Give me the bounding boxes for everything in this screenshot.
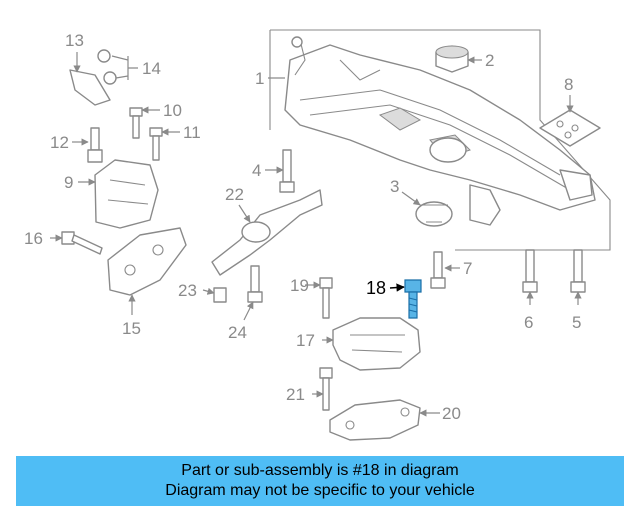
callout-14: 14: [142, 59, 161, 78]
leader-lines: [50, 52, 582, 417]
reinforcement-plate[interactable]: [539, 109, 601, 147]
callout-8: 8: [564, 75, 573, 94]
transmission-mount-17[interactable]: [332, 317, 421, 371]
bolt-10[interactable]: [129, 107, 143, 139]
bolt-11[interactable]: [149, 127, 163, 161]
callout-22: 22: [225, 185, 244, 204]
bracket-13[interactable]: [69, 69, 111, 106]
bolt-14[interactable]: [97, 49, 117, 85]
bolt-19[interactable]: [319, 277, 333, 319]
callout-21: 21: [286, 385, 305, 404]
bolt-12[interactable]: [87, 127, 103, 163]
callout-3: 3: [390, 177, 399, 196]
subframe-bushing[interactable]: [415, 201, 453, 227]
callout-5: 5: [572, 313, 581, 332]
torque-arm-22[interactable]: [211, 189, 323, 276]
bolt-6[interactable]: [522, 249, 538, 293]
callout-19: 19: [290, 276, 309, 295]
callout-23: 23: [178, 281, 197, 300]
subframe-assembly[interactable]: [269, 29, 611, 251]
banner-line-1: Part or sub-assembly is #18 in diagram: [181, 462, 459, 479]
bolt-24[interactable]: [247, 265, 263, 303]
callout-12: 12: [50, 133, 69, 152]
callout-9: 9: [64, 173, 73, 192]
callout-24: 24: [228, 323, 247, 342]
bolt-18-highlighted[interactable]: [404, 279, 422, 319]
callout-11: 11: [183, 123, 201, 142]
bolt-21[interactable]: [319, 367, 333, 411]
engine-mount-bushing[interactable]: [435, 45, 469, 73]
bracket-20[interactable]: [329, 399, 421, 441]
bolt-4[interactable]: [279, 149, 295, 193]
callout-10: 10: [163, 101, 182, 120]
callout-1: 1: [255, 69, 264, 88]
callout-20: 20: [442, 404, 461, 423]
callout-15: 15: [122, 319, 141, 338]
callout-18: 18: [366, 278, 386, 298]
callout-7: 7: [463, 259, 472, 278]
bolt-5[interactable]: [570, 249, 586, 293]
info-banner: Part or sub-assembly is #18 in diagram D…: [16, 456, 624, 506]
transmission-mount-15[interactable]: [107, 227, 187, 296]
engine-mount-9[interactable]: [94, 159, 159, 229]
callout-16: 16: [24, 229, 43, 248]
callout-labels: 1 2 3 4 5 6 7 8 9 10 11 12 13 14 15 16 1…: [24, 31, 581, 423]
callout-6: 6: [524, 313, 533, 332]
callout-13: 13: [65, 31, 84, 50]
callout-17: 17: [296, 331, 315, 350]
bolt-23[interactable]: [213, 287, 227, 303]
banner-line-2: Diagram may not be specific to your vehi…: [165, 482, 475, 499]
bolt-16[interactable]: [61, 231, 103, 255]
callout-2: 2: [485, 51, 494, 70]
bolt-7[interactable]: [430, 251, 446, 289]
callout-4: 4: [252, 161, 261, 180]
